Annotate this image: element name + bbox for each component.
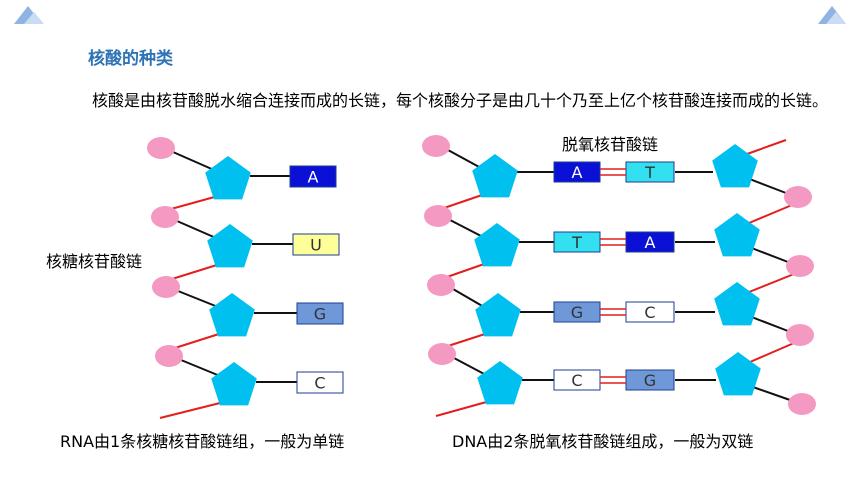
dna-left-base-2-letter: G — [571, 303, 583, 322]
dna-chain-label: 脱氧核苷酸链 — [562, 135, 659, 154]
rna-bond-3 — [180, 359, 221, 377]
dna-right-bond-0 — [746, 177, 787, 194]
rna-sugar-0 — [205, 156, 251, 200]
dna-left-sugar-0 — [472, 154, 518, 198]
dna-right-base-0-letter: T — [644, 163, 655, 182]
rna-base-1-box — [292, 233, 340, 256]
dna-left-base-0-letter: A — [572, 163, 583, 182]
rna-sugar-1 — [207, 224, 253, 268]
rna-sugar-2 — [209, 293, 255, 337]
rna-phosphate-2 — [152, 276, 180, 298]
dna-right-base-1-letter: A — [645, 233, 656, 252]
dna-left-bond-1 — [449, 219, 484, 238]
dna-right-phosphate-2 — [786, 324, 814, 346]
rna-backbone-2 — [174, 332, 223, 349]
rna-base-3-letter: C — [314, 374, 325, 393]
rna-base-1-letter: U — [310, 236, 322, 255]
dna-right-sugar-2 — [714, 282, 760, 326]
rna-phosphate-3 — [155, 345, 183, 367]
dna-left-sugar-2 — [475, 293, 521, 337]
dna-left-sugar-3 — [477, 361, 523, 405]
rna-base-2-letter: G — [314, 305, 326, 324]
rna-backbone-1 — [171, 263, 221, 280]
dna-left-base-3-box — [553, 369, 601, 391]
dna-right-bond-2 — [748, 315, 789, 332]
dna-right-base-1-box — [625, 231, 675, 253]
dna-left-phosphate-2 — [427, 274, 455, 296]
rna-phosphate-0 — [147, 137, 175, 159]
dna-right-phosphate-1 — [786, 255, 814, 277]
dna-caption: DNA由2条脱氧核苷酸链组成，一般为双链 — [452, 432, 754, 451]
dna-left-base-2-box — [553, 301, 601, 323]
dna-left-backbone-1 — [446, 262, 488, 278]
rna-chain-label: 核糖核苷酸链 — [46, 252, 143, 271]
rna-backbone-tail — [159, 401, 225, 419]
dna-right-base-0-box — [625, 161, 675, 183]
dna-left-base-3-letter: C — [571, 371, 582, 390]
dna-right-backbone-head — [746, 139, 787, 155]
dna-left-phosphate-3 — [428, 343, 456, 365]
dna-right-base-3-box — [625, 369, 675, 391]
rna-base-0-letter: A — [308, 168, 319, 187]
dna-right-sugar-1 — [714, 213, 760, 257]
dna-right-base-2-letter: C — [644, 303, 655, 322]
dna-left-bond-0 — [447, 149, 482, 169]
dna-right-sugar-3 — [715, 352, 761, 396]
dna-right-phosphate-0 — [784, 186, 812, 208]
dna-right-bond-1 — [748, 246, 789, 263]
rna-bond-1 — [176, 220, 217, 239]
dna-left-sugar-1 — [474, 223, 520, 267]
dna-right-backbone-2 — [748, 273, 795, 293]
section-title: 核酸的种类 — [88, 49, 173, 69]
corner-decorations — [14, 6, 846, 24]
rna-bond-0 — [172, 151, 215, 171]
dna-left-base-1-box — [553, 231, 601, 253]
dna-left-bond-3 — [453, 357, 487, 376]
dna-left-base-0-box — [553, 161, 601, 183]
dna-right-base-2-box — [625, 301, 675, 323]
dna-right-backbone-3 — [749, 342, 795, 363]
dna-left-backbone-0 — [443, 193, 486, 209]
dna-left-bond-2 — [452, 288, 485, 308]
rna-caption: RNA由1条核糖核苷酸链组，一般为单链 — [60, 432, 345, 451]
dna-right-base-3-letter: G — [644, 371, 656, 390]
rna-base-3-box — [296, 371, 344, 394]
rna-base-2-box — [296, 302, 344, 325]
dna-left-backbone-2 — [447, 332, 489, 347]
dna-right-sugar-0 — [712, 144, 758, 188]
rna-phosphate-1 — [151, 206, 179, 228]
dna-right-bond-3 — [749, 385, 791, 401]
rna-backbone-0 — [170, 195, 219, 210]
dna-left-phosphate-0 — [422, 135, 450, 157]
intro-paragraph: 核酸是由核苷酸脱水缩合连接而成的长链，每个核酸分子是由几十个乃至上亿个核苷酸连接… — [92, 91, 829, 110]
rna-sugar-3 — [211, 362, 257, 406]
dna-right-phosphate-3 — [788, 393, 816, 415]
rna-base-0-box — [289, 165, 337, 188]
rna-bond-2 — [177, 290, 219, 308]
dna-left-base-1-letter: T — [571, 233, 582, 252]
dna-left-backbone-tail — [435, 400, 491, 417]
dna-right-backbone-1 — [748, 204, 793, 224]
dna-left-phosphate-1 — [424, 205, 452, 227]
